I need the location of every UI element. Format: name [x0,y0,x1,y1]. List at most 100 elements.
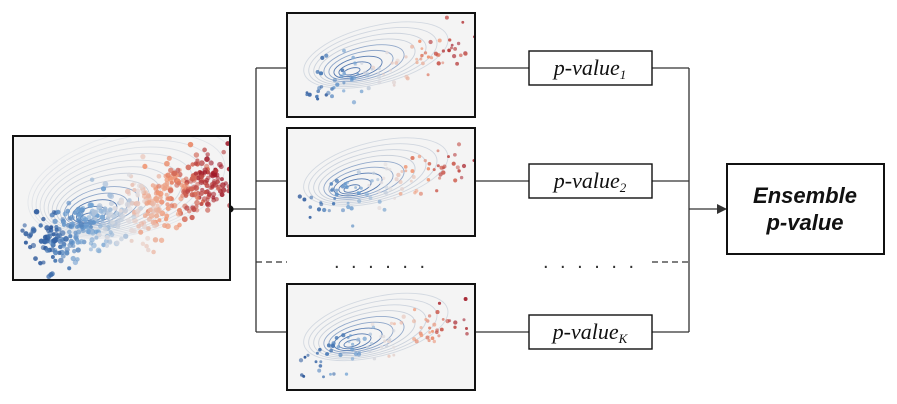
scatter-point [341,333,346,338]
scatter-point [435,189,439,193]
scatter-point [124,188,131,195]
scatter-point [342,48,346,53]
scatter-point [441,61,445,65]
scatter-point [206,191,213,197]
scatter-point [389,68,393,72]
scatter-point [376,74,382,80]
scatter-point [392,353,396,357]
scatter-point [431,329,434,333]
scatter-point [435,310,440,315]
scatter-point [122,207,129,214]
scatter-point [332,77,337,83]
scatter-point [132,187,137,193]
scatter-point [131,214,136,220]
scatter-point [159,210,166,217]
scatter-point [185,164,192,171]
scatter-point [342,81,346,85]
scatter-point [171,170,178,177]
scatter-point [302,197,307,202]
scatter-point [204,177,210,183]
scatter-point [441,49,446,53]
pvalue-k-label: p-value [551,319,619,344]
density-contour [303,137,449,207]
subsample-ellipsis: . . . . . . [334,251,428,273]
scatter-point [372,356,377,361]
density-contour [323,44,405,83]
scatter-point [369,179,373,183]
pvalue-box-2: p-value2 [528,163,653,199]
scatter-point [356,170,361,175]
scatter-point [316,97,320,101]
scatter-point [61,222,67,227]
scatter-point [177,222,182,228]
scatter-point [436,149,440,153]
scatter-point [129,200,135,206]
scatter-point [356,337,361,342]
subsample-panel-k [286,283,476,391]
scatter-point [404,169,408,173]
scatter-point [189,187,195,192]
scatter-point [396,172,401,178]
pvalue-ellipsis: . . . . . . [543,251,637,273]
scatter-point [210,184,215,189]
density-contour [328,49,394,81]
scatter-point [432,168,436,172]
scatter-point [64,249,70,255]
scatter-point [58,257,64,264]
scatter-point [107,239,113,245]
scatter-point [447,48,451,53]
svg-text:p-value2: p-value2 [552,168,627,195]
scatter-point [351,224,355,228]
scatter-point [463,297,468,301]
scatter-point [412,337,417,341]
scatter-point [448,38,452,42]
scatter-point [439,165,444,170]
scatter-point [457,169,461,173]
scatter-point [52,218,58,225]
scatter-point [99,214,105,220]
scatter-point [297,194,302,199]
scatter-point [193,161,199,166]
scatter-point [392,322,396,326]
scatter-point [366,72,370,76]
scatter-point [432,339,436,344]
scatter-point [410,155,415,161]
pvalue-2-label: p-value [552,168,620,193]
scatter-point [316,207,322,212]
scatter-point [391,80,397,85]
scatter-point [384,191,389,196]
scatter-point [324,53,329,58]
scatter-point [112,206,118,211]
scatter-point [175,211,182,217]
scatter-point [88,224,93,230]
scatter-point [335,82,340,87]
scatter-point [410,44,415,49]
scatter-point [23,240,28,245]
scatter-point [56,232,63,239]
scatter-point [199,174,204,179]
scatter-point [453,325,457,329]
source-scatter-panel [12,135,231,281]
pvalue-2-subscript: 2 [620,180,627,195]
scatter-point [303,355,307,359]
scatter-point [102,206,108,211]
scatter-point [432,322,437,327]
scatter-point [221,149,226,155]
scatter-point [183,176,189,181]
scatter-point [189,214,195,221]
scatter-point [423,158,427,163]
scatter-point [339,74,344,79]
scatter-point [136,223,141,229]
scatter-point [379,345,384,349]
scatter-point [415,57,419,61]
scatter-point [94,235,99,240]
scatter-point [464,326,469,331]
scatter-point [364,192,370,197]
scatter-point [189,192,195,198]
scatter-point [366,86,371,91]
scatter-point [346,201,350,205]
subsample-panel-2 [286,127,476,237]
scatter-point [102,181,109,187]
scatter-point [357,199,362,204]
source-scatter-plot [20,136,230,280]
